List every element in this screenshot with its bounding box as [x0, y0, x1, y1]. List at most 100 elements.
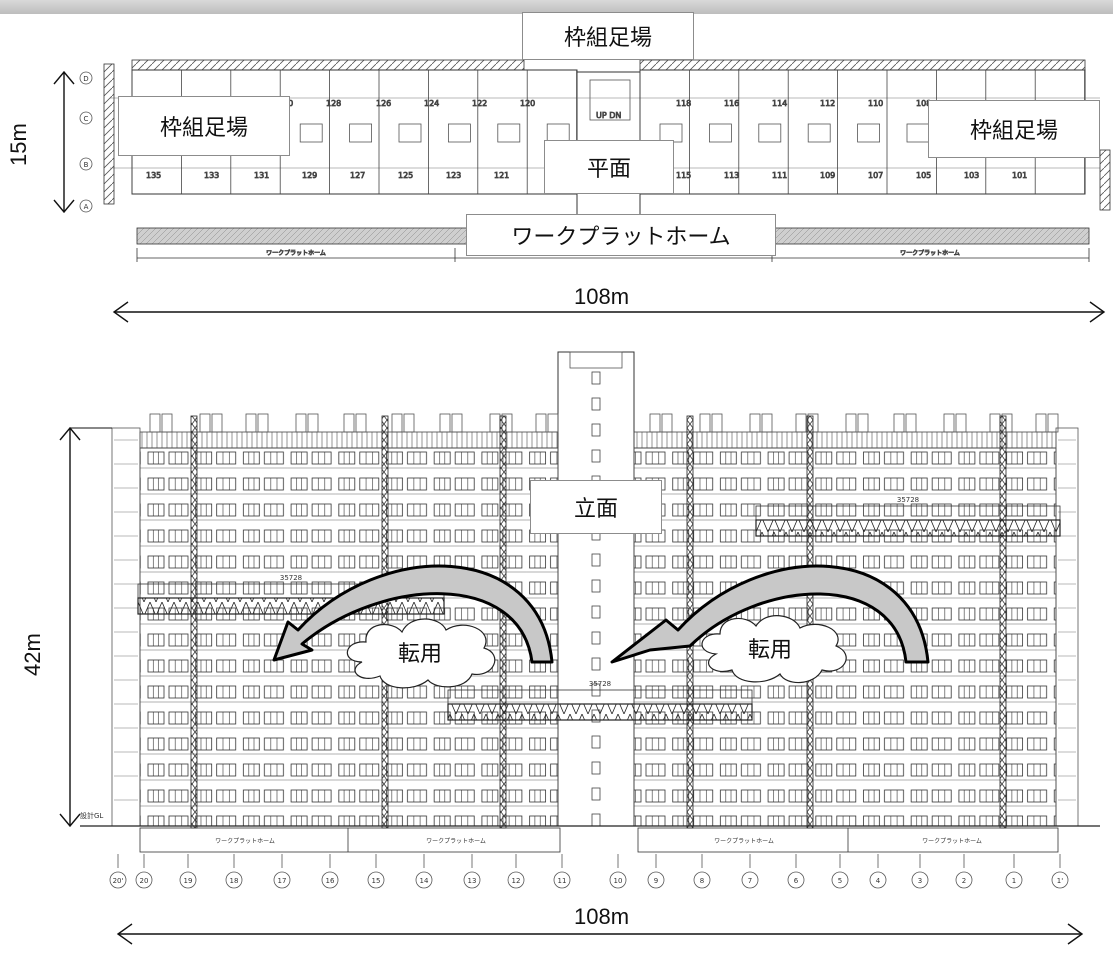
- axis-number: 3: [918, 877, 922, 885]
- rooftop-unit: [845, 413, 857, 433]
- plan-room-number: 101: [1012, 171, 1027, 180]
- axis-marker: [109, 871, 127, 889]
- core-window: [591, 449, 601, 463]
- platform-length: 35728: [280, 574, 302, 582]
- plan-room-number: 122: [472, 99, 487, 108]
- mast: [806, 415, 814, 829]
- rooftop-unit: [257, 413, 269, 433]
- rooftop-unit: [149, 413, 161, 433]
- rooftop-unit: [211, 413, 223, 433]
- axis-number: 6: [794, 877, 799, 885]
- rooftop-unit: [307, 413, 319, 433]
- axis-marker: [693, 871, 711, 889]
- base-platform-label: ワークプラットホーム: [922, 838, 982, 845]
- core-window: [591, 631, 601, 645]
- top-bar: [0, 0, 1113, 14]
- base-platform-label: ワークプラットホーム: [714, 838, 774, 845]
- rooftop-unit: [451, 413, 463, 433]
- plan-width-dimension: [112, 301, 1106, 323]
- core-window: [591, 579, 601, 593]
- elevation-width-dimension: [116, 923, 1084, 945]
- axis-marker: [273, 871, 291, 889]
- core-window: [591, 787, 601, 801]
- core-window: [591, 371, 601, 385]
- rooftop-unit: [547, 413, 559, 433]
- rooftop-unit: [711, 413, 723, 433]
- platform-length: 35728: [897, 496, 919, 504]
- axis-marker: [367, 871, 385, 889]
- mast: [190, 415, 198, 829]
- core-window: [591, 657, 601, 671]
- rooftop-unit: [403, 413, 415, 433]
- plan-room-number: 114: [772, 99, 787, 108]
- rooftop-unit: [699, 413, 711, 433]
- rooftop-unit: [161, 413, 173, 433]
- rooftop-unit: [893, 413, 905, 433]
- grid-marker: [79, 157, 93, 171]
- rooftop-unit: [343, 413, 355, 433]
- plan-room-number: 109: [820, 171, 835, 180]
- rooftop-unit: [489, 413, 501, 433]
- plan-width-value: 108m: [574, 284, 630, 309]
- axis-number: 11: [558, 877, 567, 885]
- plan-platform-small-label: ワークプラットホーム: [900, 250, 960, 257]
- rooftop-unit: [245, 413, 257, 433]
- axis-number: 9: [654, 877, 658, 885]
- plan-room-number: 108: [916, 99, 931, 108]
- mast: [381, 415, 389, 829]
- plan-room-number: 129: [302, 171, 317, 180]
- plan-room-number: 115: [676, 171, 691, 180]
- plan-platform-label: ワークプラットホーム: [466, 214, 776, 256]
- rooftop-unit: [199, 413, 211, 433]
- axis-number: 4: [876, 877, 881, 885]
- axis-marker: [463, 871, 481, 889]
- core-window: [591, 761, 601, 775]
- plan-room-number: 125: [398, 171, 413, 180]
- axis-number: 20': [113, 877, 124, 885]
- rooftop-unit: [355, 413, 367, 433]
- mast: [499, 415, 507, 829]
- elevation-height-dimension: [59, 426, 112, 828]
- rooftop-unit: [649, 413, 661, 433]
- plan-center-label: 平面: [544, 140, 674, 194]
- axis-marker: [321, 871, 339, 889]
- core-window: [591, 553, 601, 567]
- axis-number: 17: [278, 877, 287, 885]
- axis-marker: [553, 871, 571, 889]
- rooftop-unit: [391, 413, 403, 433]
- axis-marker: [507, 871, 525, 889]
- plan-room-number: 123: [446, 171, 461, 180]
- plan-room-number: 112: [820, 99, 835, 108]
- axis-number: 20: [140, 877, 149, 885]
- elevation-width-value: 108m: [574, 904, 630, 929]
- plan-room-number: 135: [146, 171, 161, 180]
- axis-number: 14: [420, 877, 429, 885]
- plan-platform-small-label: ワークプラットホーム: [266, 250, 326, 257]
- rooftop-unit: [749, 413, 761, 433]
- plan-room-number: 133: [204, 171, 219, 180]
- axis-marker: [609, 871, 627, 889]
- rooftop-unit: [905, 413, 917, 433]
- rooftop-unit: [295, 413, 307, 433]
- plan-room-number: 121: [494, 171, 509, 180]
- plan-height-value: 15m: [6, 123, 31, 166]
- rooftop-unit: [857, 413, 869, 433]
- axis-marker: [831, 871, 849, 889]
- grid-letter: C: [84, 115, 89, 123]
- axis-marker: [135, 871, 153, 889]
- transfer-arrow-left: [272, 564, 554, 664]
- axis-marker: [647, 871, 665, 889]
- axis-marker: [225, 871, 243, 889]
- rooftop-unit: [943, 413, 955, 433]
- plan-room-number: 113: [724, 171, 739, 180]
- rooftop-unit: [535, 413, 547, 433]
- stair-text: UP DN: [596, 111, 621, 120]
- plan-room-number: 103: [964, 171, 979, 180]
- elevation-center-label: 立面: [530, 480, 662, 534]
- core-window: [591, 735, 601, 749]
- rooftop-unit: [439, 413, 451, 433]
- axis-number: 18: [230, 877, 239, 885]
- grid-marker: [79, 199, 93, 213]
